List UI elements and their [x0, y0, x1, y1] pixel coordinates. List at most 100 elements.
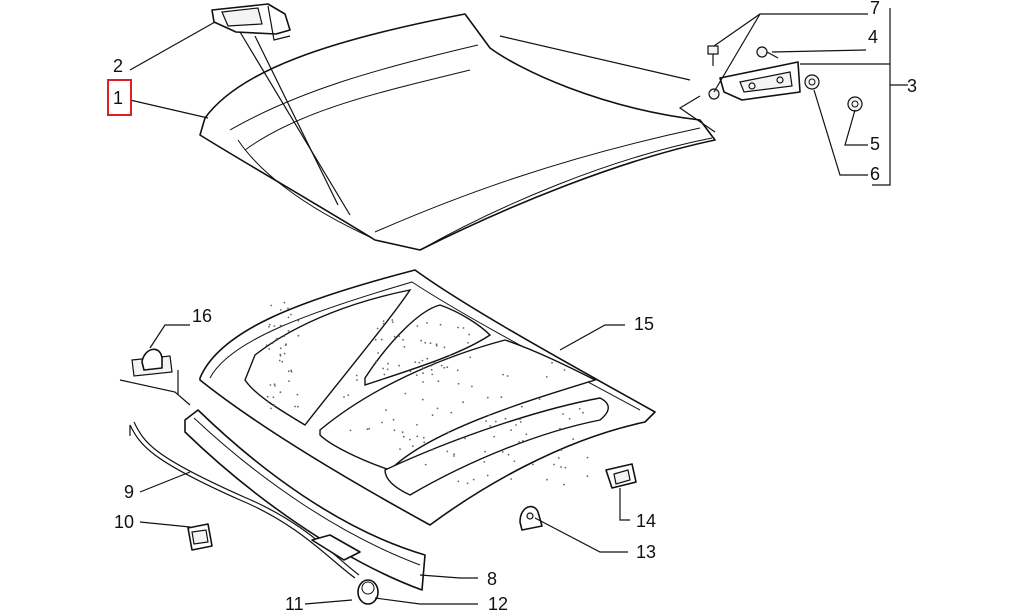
hinge-assembly[interactable] — [719, 61, 801, 101]
pad-texture-dot — [464, 437, 466, 440]
pad-texture-dot — [271, 342, 274, 345]
pad-texture-dot — [391, 321, 394, 323]
pad-texture-dot — [422, 381, 424, 383]
rod-holder[interactable] — [311, 534, 361, 561]
pad-texture-dot — [412, 445, 414, 448]
pad-texture-dot — [457, 382, 460, 385]
pad-texture-dot — [279, 353, 282, 356]
pad-texture-dot — [382, 322, 385, 325]
pad-texture-dot — [449, 354, 452, 357]
callout-16: 16 — [192, 306, 212, 326]
pad-texture-dot — [283, 301, 286, 304]
pad-texture-dot — [433, 362, 436, 364]
pad-texture-dot — [483, 461, 486, 463]
pad-texture-dot — [564, 466, 567, 469]
pad-texture-dot — [510, 478, 513, 480]
pad-texture-dot — [431, 373, 434, 376]
pad-texture-dot — [440, 364, 443, 367]
pad-texture-dot — [423, 441, 426, 444]
pad-texture-dot — [374, 338, 377, 341]
pad-texture-dot — [443, 346, 446, 349]
hinge-screw[interactable] — [756, 46, 779, 59]
pad-texture-dot — [430, 364, 433, 367]
pad-texture-dot — [393, 335, 396, 338]
pad-texture-dot — [538, 398, 541, 400]
pad-texture-dot — [416, 435, 419, 438]
pad-texture-dot — [486, 396, 489, 399]
pad-texture-dot — [446, 450, 449, 453]
pad-texture-dot — [266, 401, 269, 403]
pad-texture-dot — [435, 343, 438, 346]
pad-texture-dot — [457, 326, 459, 329]
callout-13: 13 — [636, 542, 656, 562]
hood-bracket[interactable] — [211, 3, 291, 41]
pad-texture-dot — [551, 361, 553, 364]
pad-texture-dot — [280, 325, 283, 327]
pad-texture-dot — [421, 359, 424, 362]
pad-texture-dot — [377, 352, 379, 354]
pad-texture-dot — [279, 347, 282, 350]
pad-texture-dot — [402, 338, 404, 341]
pad-texture-dot — [572, 438, 575, 440]
pad-texture-dot — [349, 429, 352, 432]
callout-9: 9 — [124, 482, 134, 502]
pad-texture-dot — [431, 449, 434, 451]
pad-texture-dot — [513, 460, 516, 463]
pad-texture-dot — [559, 427, 561, 430]
pad-texture-dot — [368, 427, 371, 430]
pad-texture-dot — [343, 396, 345, 398]
insulation-pad[interactable] — [199, 269, 656, 526]
pad-texture-dot — [515, 424, 517, 426]
pad-texture-dot — [382, 367, 384, 370]
pad-texture-dot — [578, 408, 581, 410]
pad-texture-dot — [485, 420, 487, 422]
callout-14: 14 — [636, 511, 656, 531]
pad-texture-dot — [268, 323, 271, 326]
pad-texture-dot — [281, 360, 284, 363]
pad-texture-dot — [416, 325, 419, 327]
pad-texture-dot — [431, 414, 434, 417]
pad-texture-dot — [290, 370, 293, 373]
pad-texture-dot — [443, 366, 446, 369]
pad-texture-dot — [382, 320, 385, 323]
pad-texture-dot — [546, 478, 548, 481]
pad-texture-dot — [287, 330, 290, 332]
hinge-bolt[interactable] — [707, 45, 719, 66]
rod-clip[interactable] — [187, 523, 213, 551]
pad-clip[interactable] — [131, 348, 173, 377]
pad-texture-dot — [356, 379, 358, 381]
pad-texture-dot — [563, 369, 566, 371]
pad-texture-dot — [502, 373, 504, 376]
pad-texture-dot — [422, 367, 424, 369]
rubber-buffer[interactable] — [357, 579, 379, 605]
pad-texture-dot — [568, 417, 571, 420]
hinge-nut[interactable] — [847, 96, 863, 112]
pad-texture-dot — [294, 405, 296, 408]
pad-texture-dot — [426, 357, 429, 360]
pad-texture-dot — [532, 463, 534, 466]
pad-texture-dot — [467, 342, 469, 344]
pad-fastener[interactable] — [519, 505, 543, 531]
bonnet-panel[interactable] — [199, 13, 716, 251]
pad-texture-dot — [380, 338, 383, 341]
hinge-nut-left[interactable] — [708, 88, 720, 100]
leader-lines — [119, 8, 908, 605]
pad-texture-dot — [273, 383, 276, 386]
pad-texture-dot — [376, 327, 379, 330]
pad-texture-dot — [422, 436, 425, 439]
pad-texture-dot — [391, 319, 394, 321]
pad-texture-dot — [415, 374, 418, 376]
pad-texture-dot — [403, 346, 406, 348]
pad-texture-dot — [290, 313, 292, 316]
pad-retainer[interactable] — [605, 463, 637, 489]
pad-texture-dot — [416, 424, 418, 426]
hinge-washer[interactable] — [804, 74, 820, 90]
pad-texture-dot — [283, 335, 285, 338]
pad-texture-dot — [447, 431, 450, 433]
seal-strip[interactable] — [184, 409, 426, 591]
pad-texture-dot — [453, 453, 455, 455]
pad-texture-dot — [288, 380, 290, 382]
pad-texture-dot — [287, 307, 289, 310]
callout-10: 10 — [114, 512, 134, 532]
pad-texture-dot — [398, 335, 401, 338]
